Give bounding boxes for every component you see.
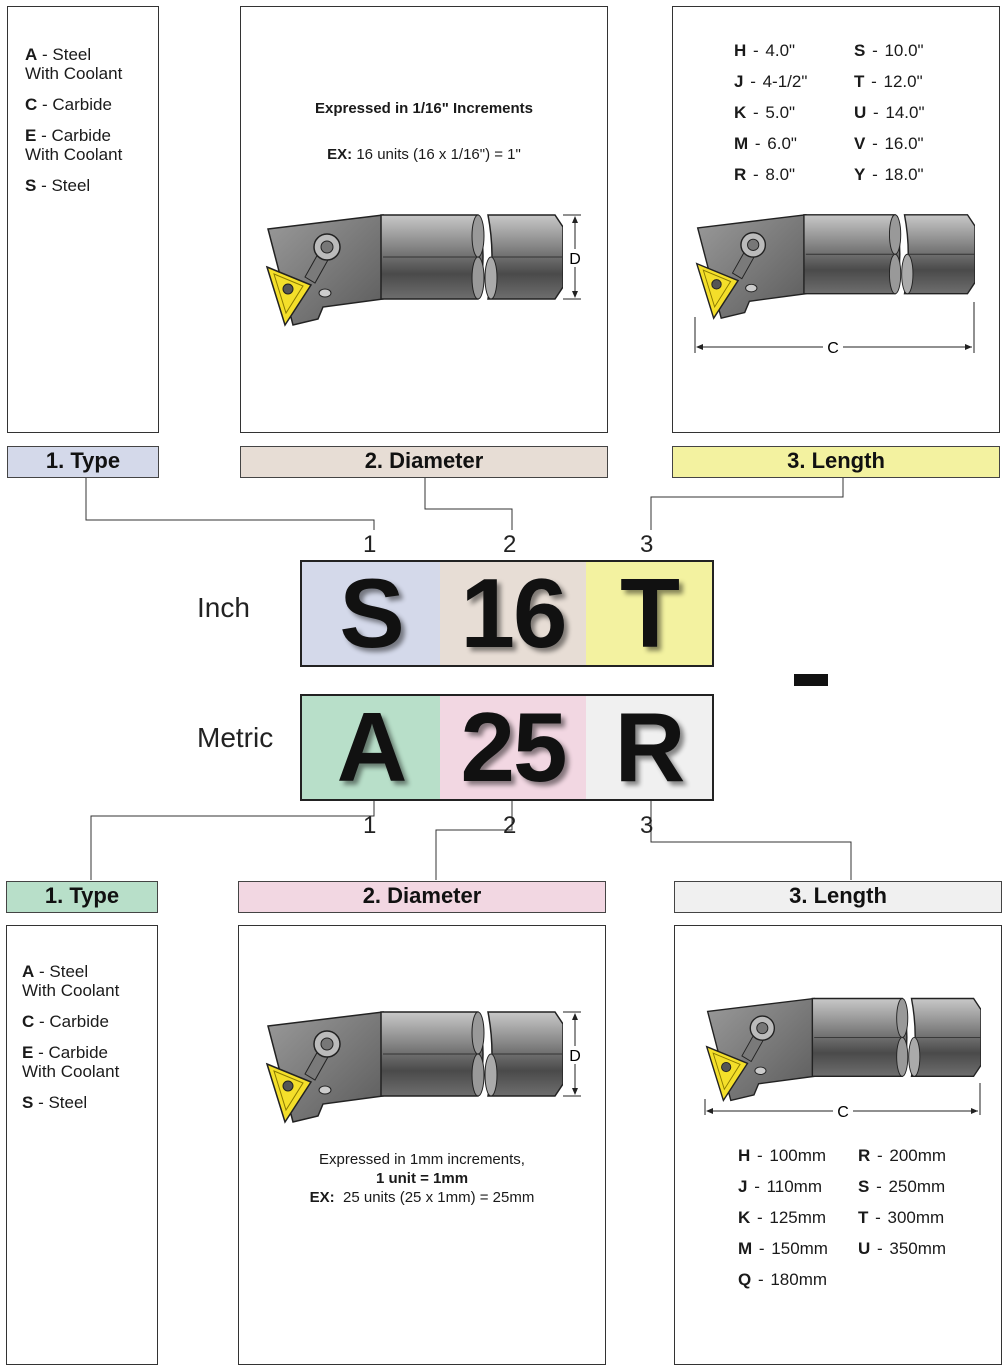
inch-diameter-panel: Expressed in 1/16" Increments EX: 16 uni… — [240, 6, 608, 433]
type-item: S - Steel — [22, 1093, 88, 1112]
dim-d-label: D — [569, 251, 581, 268]
type-item: S - Steel — [25, 176, 91, 195]
metric-diameter-panel: D Expressed in 1mm increments, 1 unit = … — [238, 925, 606, 1365]
metric-code-row: A 25 R — [300, 692, 714, 802]
inch-row-label: Inch — [197, 592, 250, 623]
dim-c-label: C — [837, 1104, 849, 1121]
boring-bar-length-illustration: C — [694, 214, 975, 357]
metric-diameter-number: 25 — [440, 692, 586, 802]
dim-d-label: D — [569, 1048, 581, 1065]
metric-diameter-text: Expressed in 1mm increments, 1 unit = 1m… — [309, 1151, 535, 1206]
inch-type-header: 1. Type — [7, 446, 159, 478]
metric-type-header: 1. Type — [6, 881, 158, 913]
diameter-title: Expressed in 1/16" Increments — [314, 100, 534, 117]
metric-length-letter: R — [586, 692, 712, 802]
type-item: C - Carbide — [22, 1012, 109, 1031]
inch-position-1: 1 — [363, 531, 377, 558]
metric-type-letter: A — [302, 692, 440, 802]
metric-length-codes-right: R - 200mm S - 250mm T - 300mm U - 350mm — [858, 1146, 947, 1258]
metric-length-panel: C H - 100mm J - 110mm K - 125mm M - 150m… — [674, 925, 1002, 1365]
inch-length-header: 3. Length — [672, 446, 1000, 478]
inch-position-3: 3 — [640, 531, 654, 558]
metric-position-3: 3 — [640, 812, 654, 839]
boring-bar-illustration: D — [266, 1011, 583, 1123]
boring-bar-illustration: D — [266, 214, 583, 326]
length-codes-right: S - 10.0" T - 12.0" U - 14.0" V - 16.0" … — [854, 41, 925, 184]
dim-c-label: C — [827, 340, 839, 357]
inch-code-row: S 16 T — [300, 558, 714, 668]
inch-type-letter: S — [302, 558, 440, 668]
separator-dash — [794, 674, 828, 686]
inch-length-letter: T — [586, 558, 712, 668]
metric-length-codes-left: H - 100mm J - 110mm K - 125mm M - 150mm … — [738, 1146, 828, 1289]
length-codes-left: H - 4.0" J - 4-1/2" K - 5.0" M - 6.0" R … — [734, 41, 808, 184]
metric-diameter-header: 2. Diameter — [238, 881, 606, 913]
metric-length-header: 3. Length — [674, 881, 1002, 913]
inch-diameter-number: 16 — [440, 558, 586, 668]
metric-position-2: 2 — [503, 812, 517, 839]
boring-bar-length-illustration: C — [704, 997, 981, 1121]
metric-row-label: Metric — [197, 722, 274, 753]
inch-diameter-header: 2. Diameter — [240, 446, 608, 478]
inch-length-panel: H - 4.0" J - 4-1/2" K - 5.0" M - 6.0" R … — [672, 6, 1000, 433]
diameter-example: EX: 16 units (16 x 1/16") = 1" — [327, 146, 521, 163]
metric-position-1: 1 — [363, 812, 377, 839]
type-item: C - Carbide — [25, 95, 112, 114]
inch-position-2: 2 — [503, 531, 517, 558]
